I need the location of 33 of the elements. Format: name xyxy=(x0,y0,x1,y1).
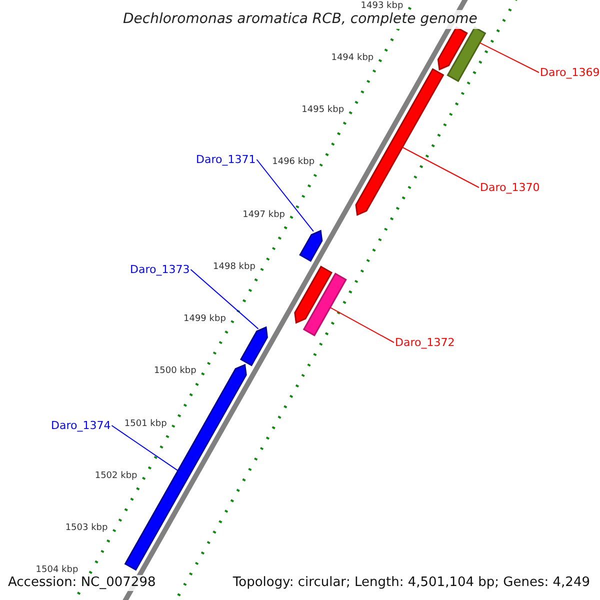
gene-label: Daro_1371 xyxy=(196,153,256,166)
leader-line xyxy=(190,269,259,330)
leader-line xyxy=(111,425,178,472)
scale-label: 1497 kbp xyxy=(242,210,285,221)
scale-label: 1493 kbp xyxy=(360,0,404,12)
scale-label: 1496 kbp xyxy=(272,157,315,168)
scale-label: 1495 kbp xyxy=(302,105,344,116)
scale-label: 1502 kbp xyxy=(94,470,138,482)
gene-feature xyxy=(446,26,486,82)
leader-line xyxy=(479,42,540,73)
gene-label: Daro_1374 xyxy=(51,419,111,432)
leader-line xyxy=(330,306,394,343)
scale-label: 1503 kbp xyxy=(65,523,108,534)
gene-feature xyxy=(240,326,268,366)
gene-label: Daro_1370 xyxy=(480,181,540,194)
gene-feature xyxy=(294,266,333,324)
leader-line xyxy=(402,146,480,188)
gene-feature xyxy=(437,26,468,70)
scale-label: 1501 kbp xyxy=(124,418,167,430)
gene-feature xyxy=(299,230,323,262)
gene-feature xyxy=(302,272,347,336)
scale-label: 1504 kbp xyxy=(36,564,78,576)
scale-label: 1500 kbp xyxy=(154,366,196,378)
footer-text: Topology: circular; Length: 4,501,104 bp; Genes: 4,249 xyxy=(230,575,592,591)
gene-feature xyxy=(355,68,444,216)
leader-line xyxy=(256,159,314,232)
scale-label: 1494 kbp xyxy=(331,53,374,64)
gene-label: Daro_1373 xyxy=(130,263,190,276)
scale-label: 1498 kbp xyxy=(213,262,256,273)
scale-label: 1499 kbp xyxy=(184,314,226,326)
gene-label: Daro_1369 xyxy=(540,66,600,79)
footer-text: Accession: NC_007298 xyxy=(6,575,158,591)
gene-label: Daro_1372 xyxy=(395,336,455,349)
